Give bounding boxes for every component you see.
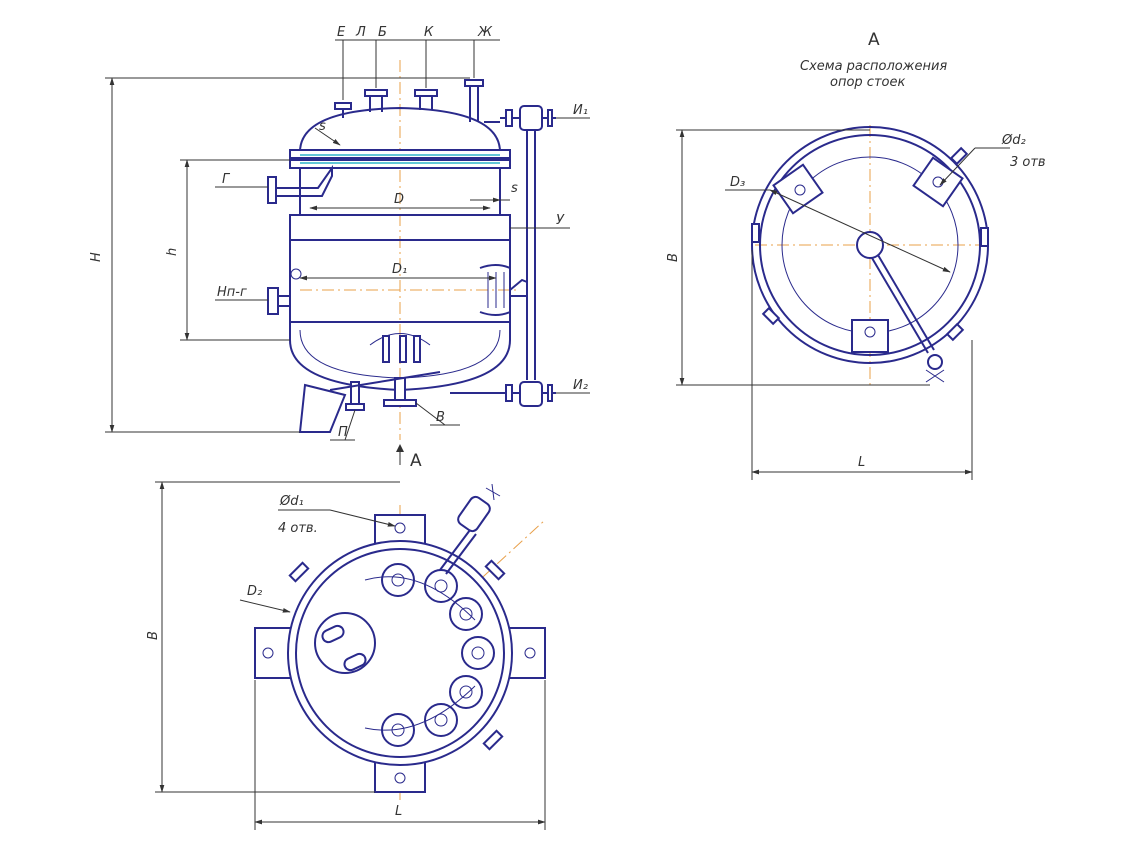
- bottom-label-b: В: [146, 631, 161, 640]
- label-s-side: s: [511, 181, 518, 196]
- view-a-label-holes: 3 отв: [1010, 155, 1046, 170]
- label-hn: Нп-г: [217, 285, 247, 300]
- label-p: П: [338, 425, 348, 440]
- label-h: h: [165, 248, 180, 256]
- view-marker-a: А: [410, 451, 422, 471]
- bottom-label-d1: Ød₁: [279, 494, 304, 509]
- nozzle-label-b: Б: [378, 25, 387, 40]
- bottom-label-l: L: [395, 804, 402, 819]
- view-a: А Схема расположения опор стоек: [666, 30, 1046, 480]
- label-g: Г: [222, 172, 231, 187]
- nozzle-label-zh: Ж: [477, 25, 493, 40]
- bottom-view: Ød₁ 4 отв. D₂ В L: [146, 481, 546, 830]
- label-v: В: [436, 410, 445, 425]
- view-a-label-b: В: [666, 253, 681, 262]
- label-d1: D₁: [392, 262, 407, 277]
- label-d: D: [394, 192, 404, 207]
- label-s-top: s: [319, 119, 326, 134]
- bottom-nozzle-ring: [364, 563, 495, 747]
- front-view: Е Л Б К Ж И₁ И₂ Г D s s У D₁ Нп-г Н h В …: [89, 25, 590, 471]
- gauge-piping: [450, 105, 590, 407]
- nozzle-label-l: Л: [355, 25, 366, 40]
- view-a-letter: А: [868, 30, 880, 50]
- bottom-label-holes: 4 отв.: [278, 521, 318, 536]
- label-h-overall: Н: [89, 252, 104, 262]
- label-i1: И₁: [573, 103, 588, 118]
- label-i2: И₂: [573, 378, 588, 393]
- nozzle-label-e: Е: [337, 25, 346, 40]
- top-nozzles: [334, 39, 500, 122]
- view-a-label-l: L: [858, 455, 865, 470]
- view-a-label-d2: Ød₂: [1001, 133, 1026, 148]
- view-a-label-d3: D₃: [730, 175, 745, 190]
- nozzle-label-k: К: [424, 25, 434, 40]
- view-a-title-line2: опор стоек: [830, 75, 905, 90]
- view-a-title-line1: Схема расположения: [800, 59, 947, 74]
- label-u: У: [556, 213, 565, 228]
- bottom-label-d2: D₂: [247, 584, 262, 599]
